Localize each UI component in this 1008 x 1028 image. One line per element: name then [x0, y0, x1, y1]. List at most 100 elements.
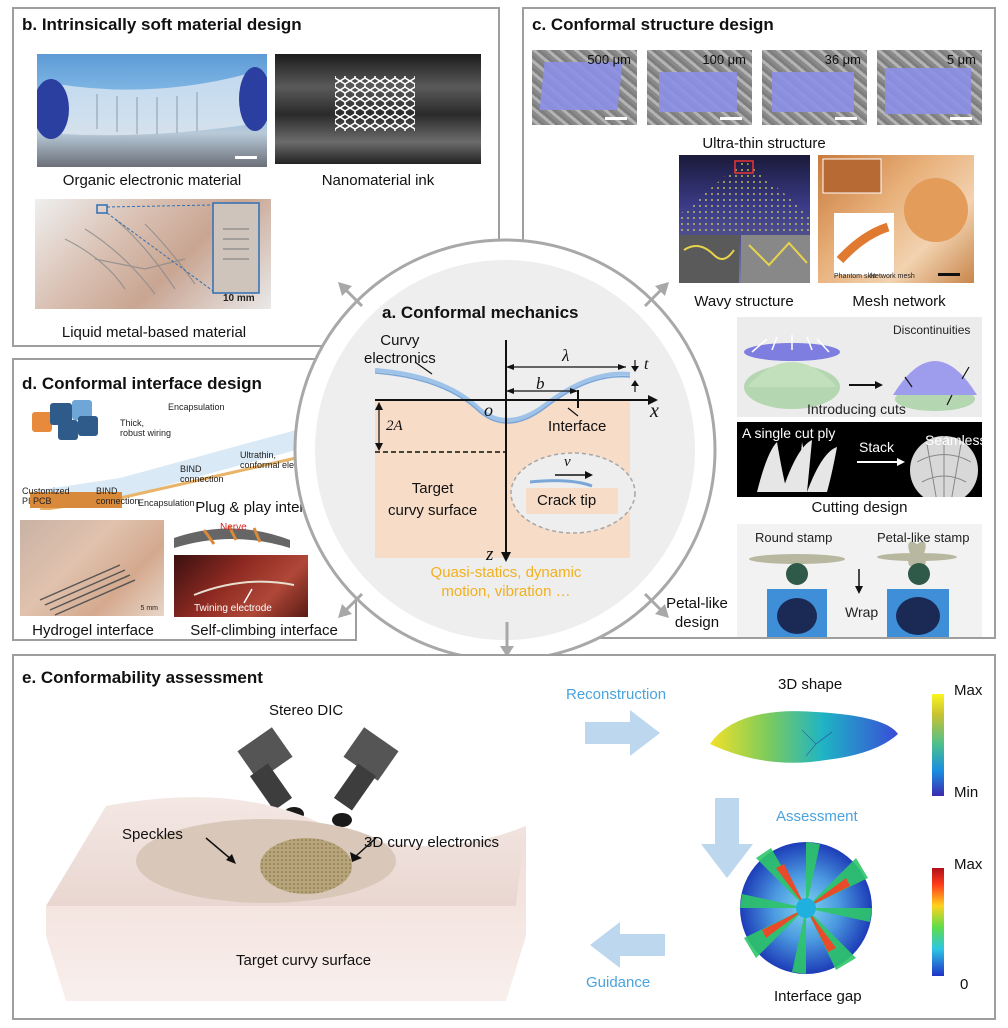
- encapsulation-top-label: Encapsulation: [168, 402, 225, 412]
- sem-image-100um: 100 μm: [647, 50, 752, 125]
- z-axis-label: z: [486, 544, 494, 565]
- nerve-photo: Nerve: [174, 520, 290, 550]
- sem-label-100um: 100 μm: [702, 52, 746, 67]
- hydrogel-scale: 5 mm: [140, 605, 159, 612]
- mesh-illustration: [822, 158, 968, 276]
- sem-label-36um: 36 μm: [824, 52, 861, 67]
- panel-d-interface: d. Conformal interface design Encapsulat…: [12, 358, 357, 641]
- reconstruction-label: Reconstruction: [566, 686, 667, 703]
- phantom-skin-label: Phantom skin: [834, 273, 877, 280]
- nerve-illustration: [174, 525, 290, 548]
- sem-image-36um: 36 μm: [762, 50, 867, 125]
- panel-d-title: d. Conformal interface design: [22, 374, 262, 393]
- crack-tip-label: Crack tip: [537, 492, 597, 509]
- encapsulation-bottom-label: Encapsulation: [138, 498, 195, 508]
- wavy-structure-photo: [679, 155, 810, 283]
- panel-a-title: a. Conformal mechanics: [382, 303, 579, 322]
- b-label: b: [536, 374, 545, 393]
- dynamics-label: Quasi-statics, dynamic motion, vibration…: [430, 564, 582, 600]
- scale-10mm: 10 mm: [223, 293, 255, 304]
- colorbar-2-max: Max: [954, 856, 983, 873]
- twining-illustration: [193, 580, 295, 604]
- lambda-label: λ: [562, 346, 570, 365]
- assessment-arrow: [701, 798, 753, 878]
- panel-b-title: b. Intrinsically soft material design: [22, 15, 302, 34]
- guidance-label: Guidance: [586, 974, 651, 991]
- shape-3d-plot: [710, 711, 898, 763]
- cutting-design-illustration: A single cut ply Stack Seamless: [737, 422, 982, 497]
- colorbar-2: [932, 868, 944, 976]
- cut-ply-illustration: [757, 436, 978, 497]
- liquid-metal-caption: Liquid metal-based material: [61, 324, 247, 341]
- interface-label: Interface: [548, 418, 607, 435]
- x-axis-label: x: [650, 400, 659, 422]
- network-mesh-label: Network mesh: [870, 273, 915, 280]
- hand-circuit-illustration: [64, 202, 260, 295]
- self-climbing-photo: Twining electrode: [174, 555, 308, 617]
- seamless-label: Seamless: [925, 432, 982, 448]
- organic-electronic-photo: [37, 54, 267, 167]
- nerve-label: Nerve: [220, 522, 247, 533]
- curvy-3d-label: 3D curvy electronics: [364, 834, 500, 851]
- colorbar-1: [932, 694, 944, 796]
- panel-a-mechanics: a. Conformal mechanics: [330, 290, 680, 610]
- stamp-illustration: [749, 541, 957, 637]
- organic-caption: Organic electronic material: [62, 172, 242, 189]
- panel-e-title: e. Conformability assessment: [22, 668, 263, 687]
- cutting-caption: Cutting design: [811, 499, 908, 516]
- plug-play-svg: [30, 400, 341, 510]
- colorbar-1-max: Max: [954, 682, 983, 699]
- dome-cut-illustration: [744, 335, 977, 411]
- pi-pcb-label: Customized PI PCB: [22, 486, 70, 506]
- self-climbing-caption: Self-climbing interface: [190, 622, 338, 639]
- conformal-mechanics-diagram: [374, 340, 658, 562]
- speckles-label: Speckles: [122, 826, 183, 843]
- panel-c-title: c. Conformal structure design: [532, 15, 774, 34]
- t-label: t: [644, 356, 649, 373]
- stack-label: Stack: [859, 439, 895, 455]
- introducing-cuts-illustration: Discontinuities Introducing cuts: [737, 317, 982, 417]
- sem-label-500um: 500 μm: [587, 52, 631, 67]
- interface-gap-plot: [740, 842, 872, 974]
- target-surface-label: Target curvy surface: [236, 952, 372, 969]
- colorbar-2-min: 0: [960, 976, 969, 993]
- wrap-label: Wrap: [845, 604, 879, 620]
- stereo-dic-label: Stereo DIC: [269, 702, 344, 719]
- twining-label: Twining electrode: [194, 603, 272, 614]
- hexagon-mesh-illustration: [335, 76, 415, 131]
- petal-stamp-illustration: Round stamp Petal-like stamp Wrap: [737, 524, 982, 637]
- plug-play-caption: Plug & play interface: [195, 499, 333, 516]
- shape-3d-title: 3D shape: [778, 676, 843, 693]
- mesh-network-photo: Phantom skin Network mesh: [818, 155, 974, 283]
- reconstruction-arrow: [585, 710, 660, 756]
- finger-electrode-illustration: [39, 564, 136, 616]
- liquid-metal-photo: 10 mm: [35, 199, 271, 309]
- sem-label-5um: 5 μm: [946, 52, 976, 67]
- target-surface-block: [46, 797, 526, 1001]
- hydrogel-photo: 5 mm: [20, 520, 164, 616]
- wavy-caption: Wavy structure: [694, 293, 794, 310]
- stretched-film-illustration: [37, 67, 267, 139]
- assessment-label: Assessment: [776, 808, 858, 825]
- sem-image-5um: 5 μm: [877, 50, 982, 125]
- ultrathin-electrode-label: Ultrathin, conformal electrode: [240, 450, 320, 470]
- guidance-arrow: [590, 922, 665, 968]
- hydrogel-caption: Hydrogel interface: [32, 622, 154, 639]
- thick-wiring-label: Thick, robust wiring: [120, 418, 172, 438]
- plug-play-illustration: Encapsulation Thick, robust wiring Ultra…: [20, 398, 350, 510]
- velocity-label: v: [564, 454, 571, 470]
- camera-right-icon: [332, 727, 399, 827]
- panel-b-soft-material: b. Intrinsically soft material design Or…: [12, 7, 500, 347]
- stereo-cameras: [237, 727, 399, 827]
- wavy-grid-illustration: [679, 160, 810, 283]
- sem-image-500um: 500 μm: [532, 50, 637, 125]
- nanomaterial-caption: Nanomaterial ink: [321, 172, 435, 189]
- mesh-caption: Mesh network: [852, 293, 946, 310]
- discontinuities-label: Discontinuities: [893, 323, 971, 337]
- origin-label: o: [484, 400, 493, 420]
- panel-e-assessment: e. Conformability assessment Stereo DIC: [12, 654, 996, 1020]
- two-a-label: 2A: [386, 418, 403, 434]
- introducing-cuts-label: Introducing cuts: [807, 401, 906, 417]
- single-cut-ply-label: A single cut ply: [742, 425, 836, 441]
- ultrathin-caption: Ultra-thin structure: [702, 135, 826, 152]
